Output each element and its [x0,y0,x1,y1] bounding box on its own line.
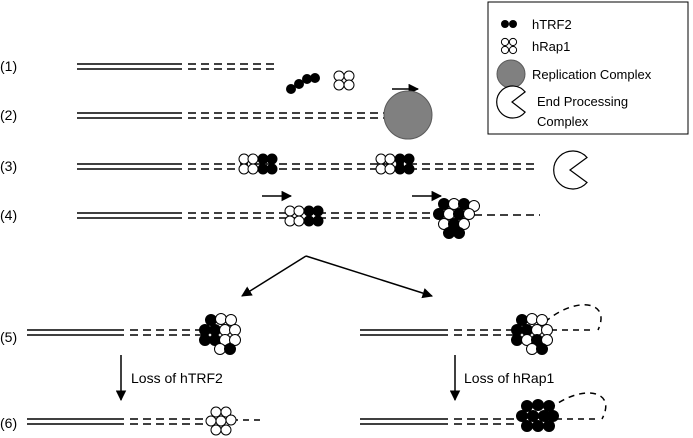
legend-end-processing-line2: Complex [537,114,589,129]
hrap1-cluster-icon [205,406,237,436]
step-label-4: (4) [0,207,17,223]
branch-arrow-right [305,255,434,299]
step-label-5: (5) [0,329,17,345]
step-label-2: (2) [0,107,17,123]
legend-htrf2-label: hTRF2 [532,17,572,32]
step-label-1: (1) [0,58,17,74]
htrf2-legend-icon [501,20,517,28]
legend-replication-label: Replication Complex [532,67,652,82]
step-labels: (1) (2) (3) (4) (5) (6) [0,58,17,431]
telomere-dna-row-6-right [360,392,607,425]
loss-htrf2-label: Loss of hTRF2 [131,370,223,386]
telomere-dna-row-6-left [27,418,262,425]
legend-hrap1-label: hRap1 [532,39,570,54]
end-processing-complex-icon [553,150,588,190]
telomere-dna-row-1 [77,63,278,70]
hrap1-legend-icon [500,37,518,55]
replication-legend-icon [496,59,526,89]
step-label-6: (6) [0,415,17,431]
telomere-dna-row-5-left [27,329,204,336]
legend: hTRF2 hRap1 Replication Complex End Proc… [487,1,689,135]
htrf2-free-icon [286,73,320,94]
loss-hrap1-label: Loss of hRap1 [464,370,554,386]
telomere-dna-row-5-right [360,304,602,336]
telomere-dna-row-3 [77,163,538,170]
shelterin-cluster-icon [199,313,241,355]
shelterin-complex-icon [284,205,324,227]
branch-arrow-left [241,255,307,297]
shelterin-cluster-icon [511,313,553,355]
telomere-dna-row-2 [77,112,384,119]
shelterin-cluster-icon [433,198,480,239]
shelterin-complex-icon [375,153,415,175]
htrf2-cluster-icon [516,399,559,432]
hrap1-free-icon [333,70,355,91]
step-label-3: (3) [0,158,17,174]
legend-end-processing-line1: End Processing [537,94,628,109]
end-processing-legend-icon [496,85,526,119]
replication-complex-icon [383,90,433,140]
shelterin-complex-icon [238,153,278,175]
